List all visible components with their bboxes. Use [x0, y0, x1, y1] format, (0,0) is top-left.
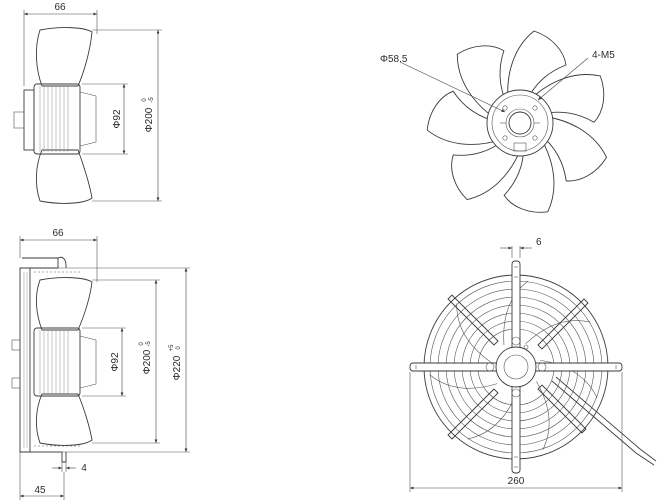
side-bottom-fan-dia-label: Φ200: [142, 349, 153, 374]
guard-hub: [495, 346, 537, 388]
side-bottom-fan-dia-tol-upper: 0: [139, 342, 145, 346]
impeller-hub-bore: [508, 111, 532, 135]
side-bottom-width-label: 66: [52, 228, 64, 239]
side-hub: [33, 83, 81, 155]
guard-spoke-width-label: 6: [536, 237, 542, 248]
side-bottom-hub-dia-label: Φ92: [110, 352, 121, 372]
guard-overall-width-label: 260: [508, 476, 525, 487]
side-view-with-guard: 66 Φ92 Φ200 0 -5 Φ220 +5 0 4 45: [11, 228, 190, 500]
side-top-fan-dia-label: Φ200: [144, 107, 155, 132]
side-top-fan-dia-tol-upper: 0: [142, 98, 148, 102]
side-bottom-guard-dia-label: Φ220: [172, 355, 183, 380]
side-top-fan-dia-tol-lower: -5: [149, 97, 155, 103]
side-bottom-fan-dia-tol-lower: -5: [146, 341, 152, 347]
side-guard-frame: [19, 267, 31, 453]
side-view-impeller: 66 Φ92 Φ200 0 -5: [13, 2, 162, 204]
impeller-hub-outer: [486, 89, 554, 157]
side-bottom-offset-label: 45: [34, 485, 46, 496]
front-view-guard: [409, 260, 657, 474]
power-cable: [551, 380, 655, 466]
side-bottom-guard-dia-tol-upper: +5: [169, 344, 175, 352]
side-bottom-bracket-thk-label: 4: [81, 463, 87, 474]
impeller-bolt-circle-label: Φ58.5: [380, 54, 408, 65]
side-top-width-label: 66: [54, 2, 66, 13]
side-blade-upper: [35, 27, 93, 87]
side-bottom-guard-dia-tol-lower: 0: [176, 346, 182, 350]
front-view-impeller: [426, 30, 608, 213]
side-blade-lower: [35, 149, 93, 204]
impeller-thread-label: 4-M5: [592, 50, 615, 61]
side-top-hub-dia-label: Φ92: [112, 109, 123, 129]
